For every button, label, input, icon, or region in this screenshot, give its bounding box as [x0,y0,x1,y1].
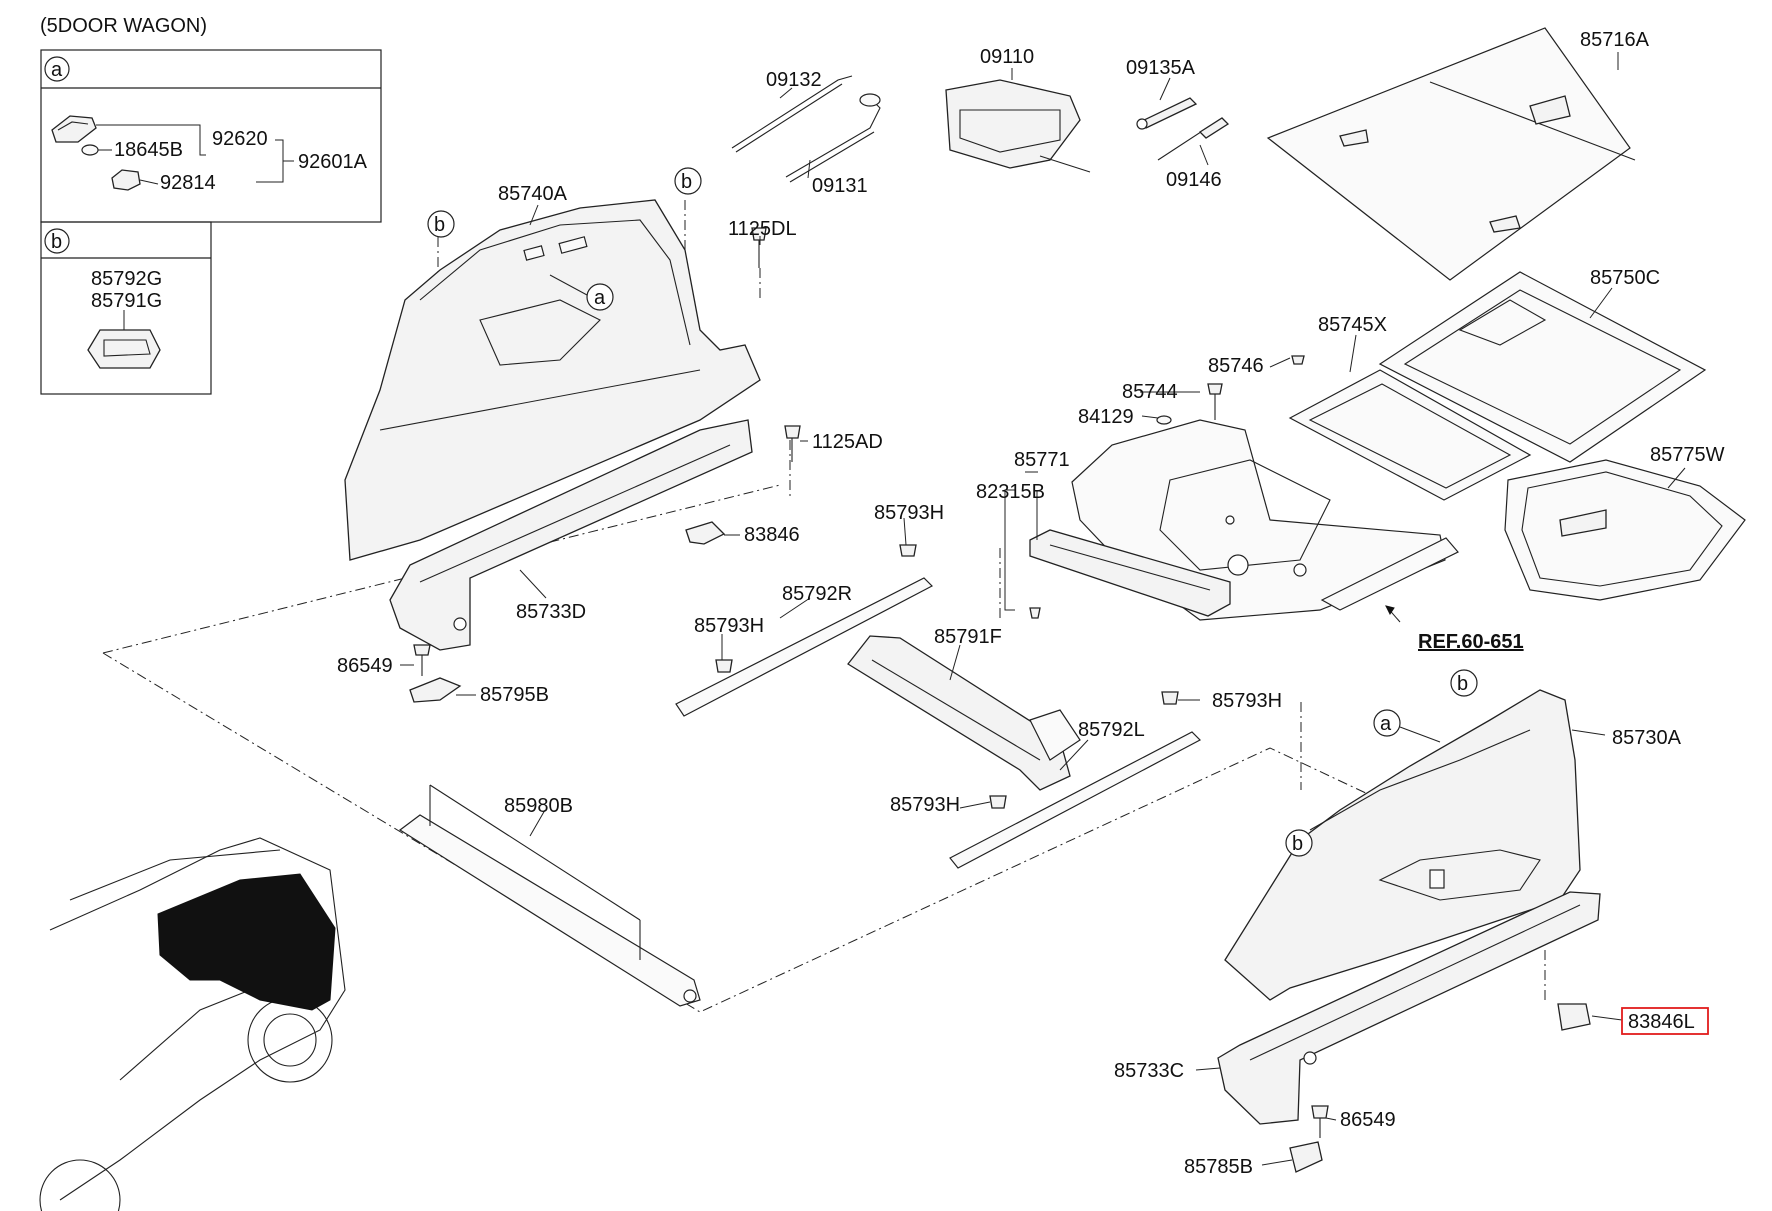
storage-tray-85775w [1504,459,1746,601]
inset-a-box: a 18645B 92620 92814 92601A [40,49,382,223]
label-1125dl: 1125DL [728,218,797,240]
circle-a-right: a [1380,713,1392,735]
label-09131: 09131 [812,175,868,197]
label-85740a: 85740A [498,183,568,205]
label-85793h-right: 85793H [1212,690,1282,712]
luggage-covering [1266,27,1636,281]
inset-a-circle: a [51,59,63,81]
inset-a-label-92601a: 92601A [298,151,368,173]
label-85795b: 85795B [480,684,549,706]
label-86549-left: 86549 [337,655,393,677]
right-fasteners [1289,1003,1591,1173]
floor-board-85750c [1378,271,1707,463]
label-85746: 85746 [1208,355,1264,377]
inset-b-label-85792g: 85792G [91,268,162,290]
circle-b-right1: b [1457,673,1468,695]
label-85771: 85771 [1014,449,1070,471]
circle-a-left: a [594,287,606,309]
left-fasteners [409,227,801,703]
label-85716a: 85716A [1580,29,1650,51]
callout-labels: 09132 09131 09110 09135A 09146 85716A 85… [337,29,1725,1178]
label-85750c: 85750C [1590,267,1660,289]
label-85793h-bottom: 85793H [890,794,960,816]
floor-fasteners [1029,355,1305,619]
label-85775w: 85775W [1650,444,1725,466]
right-sill-trim [1217,891,1601,1125]
label-09132: 09132 [766,69,822,91]
label-85733d: 85733D [516,601,586,623]
label-85785b: 85785B [1184,1156,1253,1178]
inset-a-label-18645b: 18645B [114,139,183,161]
label-86549-right: 86549 [1340,1109,1396,1131]
label-85730a: 85730A [1612,727,1682,749]
left-sill-trim [389,419,753,651]
label-85793h-top: 85793H [874,502,944,524]
label-85980b: 85980B [504,795,573,817]
label-85791f: 85791F [934,626,1002,648]
rail-85792l [949,691,1201,869]
jack-handle-set [731,75,881,183]
floor-tray-85745x [1288,369,1532,501]
label-ref-60-651: REF.60-651 [1418,631,1524,653]
label-85792r: 85792R [782,583,852,605]
label-1125ad: 1125AD [812,431,883,453]
label-85793h-left: 85793H [694,615,764,637]
inset-a-label-92814: 92814 [160,172,216,194]
label-85744: 85744 [1122,381,1178,403]
label-85745x: 85745X [1318,314,1387,336]
wrench-screwdriver [1136,97,1230,161]
jack [945,79,1091,173]
floor-side-member [1029,529,1459,617]
inset-b-box: b 85792G 85791G [40,221,212,395]
label-09146: 09146 [1166,169,1222,191]
inset-b-circle: b [51,231,62,253]
cargo-screen [398,784,701,1007]
label-82315b: 82315B [976,481,1045,503]
leader-lines [400,68,1686,1166]
circle-b-right2: b [1292,833,1303,855]
inset-a-label-92620: 92620 [212,128,268,150]
label-83846: 83846 [744,524,800,546]
label-85792l: 85792L [1078,719,1145,741]
label-83846l: 83846L [1628,1011,1695,1033]
circle-b-left2: b [681,171,692,193]
inset-b-label-85791g: 85791G [91,290,162,312]
highlight-box-83846l [1621,1007,1709,1035]
diagram-title: (5DOOR WAGON) [40,15,207,37]
rail-85792r [675,544,934,717]
label-84129: 84129 [1078,406,1134,428]
label-85733c: 85733C [1114,1060,1184,1082]
rail-85791f [847,635,1081,791]
label-09110: 09110 [980,46,1034,68]
right-quarter-trim [1224,689,1581,1001]
left-quarter-trim [344,199,761,561]
vehicle-outline [39,837,346,1211]
label-09135a: 09135A [1126,57,1196,79]
circle-b-left1: b [434,214,445,236]
